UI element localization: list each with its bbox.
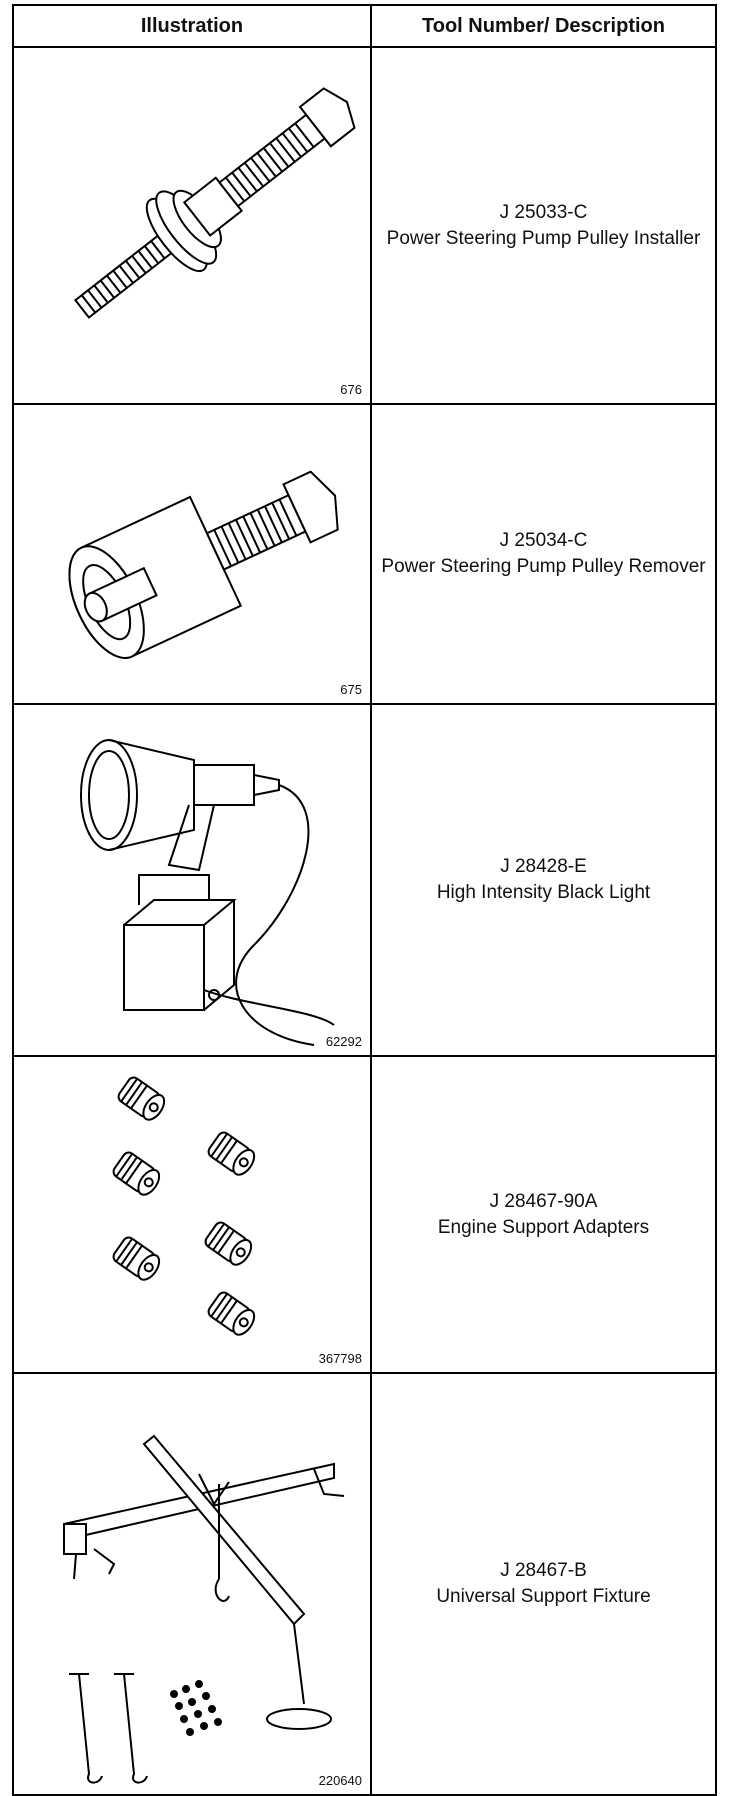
table-row: 62292 J 28428-E High Intensity Black Lig…: [14, 705, 715, 1057]
support-fixture-illustration: 220640: [14, 1374, 372, 1794]
illustration-header: Illustration: [14, 6, 372, 46]
tool-number: J 28467-90A: [489, 1190, 598, 1212]
tool-number: J 25034-C: [499, 530, 588, 551]
tool-description-cell: J 28428-E High Intensity Black Light: [372, 705, 715, 1055]
black-light-illustration: 62292: [14, 705, 372, 1055]
tool-name: Power Steering Pump Pulley Remover: [381, 556, 706, 577]
table-row: 676 J 25033-C Power Steering Pump Pulley…: [14, 48, 715, 405]
figure-number: 367798: [318, 1351, 362, 1366]
tool-name: Power Steering Pump Pulley Installer: [386, 227, 701, 249]
pulley-remover-illustration: 675: [14, 405, 372, 703]
figure-number: 220640: [318, 1773, 362, 1788]
tool-table: Illustration Tool Number/ Description: [12, 4, 717, 1796]
figure-number: 62292: [325, 1034, 362, 1049]
figure-number: 675: [340, 682, 362, 697]
tool-number: J 28428-E: [500, 856, 587, 877]
table-header: Illustration Tool Number/ Description: [14, 6, 715, 48]
table-row: 675 J 25034-C Power Steering Pump Pulley…: [14, 405, 715, 705]
tool-number: J 25033-C: [499, 201, 588, 223]
tool-description-cell: J 28467-90A Engine Support Adapters: [372, 1057, 715, 1372]
pulley-installer-illustration: 676: [14, 48, 372, 403]
tool-description-cell: J 25034-C Power Steering Pump Pulley Rem…: [372, 405, 715, 703]
tool-name: Engine Support Adapters: [437, 1216, 650, 1238]
tool-name: High Intensity Black Light: [436, 882, 651, 903]
adapters-illustration: 367798: [14, 1057, 372, 1372]
tool-number: J 28467-B: [500, 1560, 587, 1581]
tool-description-cell: J 25033-C Power Steering Pump Pulley Ins…: [372, 48, 715, 403]
figure-number: 676: [340, 382, 362, 397]
table-row: 367798 J 28467-90A Engine Support Adapte…: [14, 1057, 715, 1374]
tool-name: Universal Support Fixture: [436, 1586, 651, 1607]
tool-description-cell: J 28467-B Universal Support Fixture: [372, 1374, 715, 1794]
tool-header: Tool Number/ Description: [422, 14, 665, 37]
table-row: 220640 J 28467-B Universal Support Fixtu…: [14, 1374, 715, 1794]
